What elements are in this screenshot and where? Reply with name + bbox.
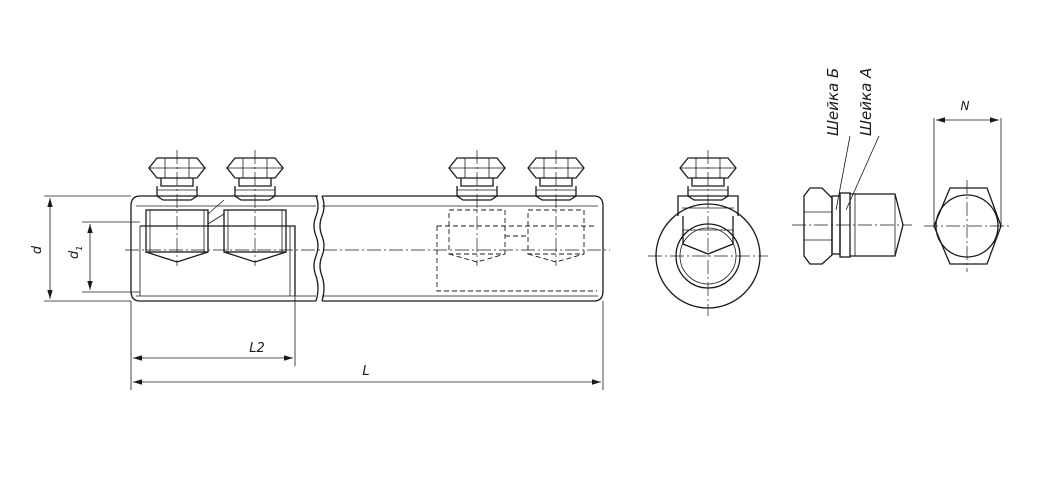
dimension-d: d	[30, 195, 131, 302]
label-d1: d	[67, 250, 82, 259]
dimension-l: L	[133, 301, 604, 390]
label-l: L	[362, 364, 369, 379]
label-neck-b: Шейка Б	[824, 68, 842, 136]
main-view	[125, 150, 610, 302]
label-d1-sub: 1	[75, 246, 84, 251]
end-view	[648, 150, 768, 316]
label-neck-a: Шейка А	[857, 68, 875, 136]
label-d: d	[30, 245, 45, 254]
label-l2: L2	[249, 341, 265, 356]
svg-text:d1: d1	[67, 246, 84, 259]
dimension-l2: L2	[130, 296, 296, 390]
bolt-detail: Шейка Б Шейка А	[792, 68, 912, 265]
dimension-d1: d1	[67, 221, 140, 293]
label-n: N	[961, 99, 970, 113]
hex-view: N	[924, 99, 1010, 272]
